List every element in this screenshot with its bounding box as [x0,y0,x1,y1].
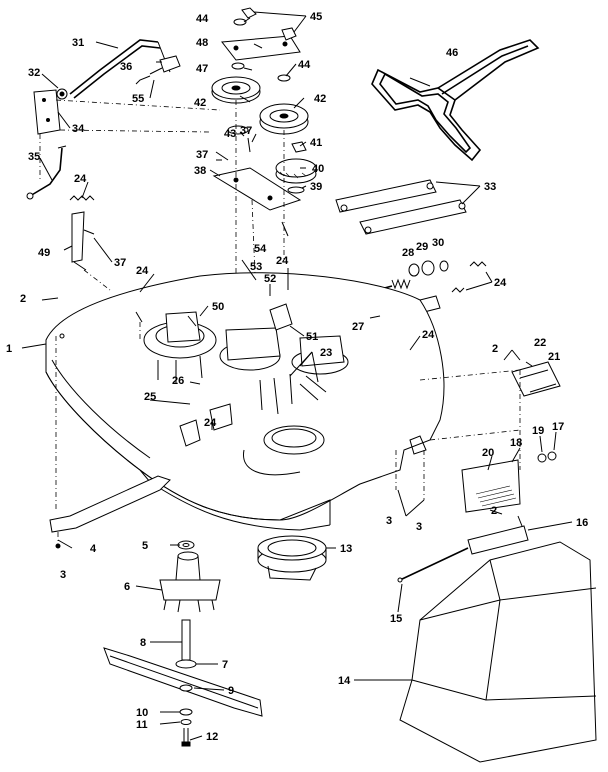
callout-30: 30 [432,237,444,249]
callout-50: 50 [212,301,224,313]
callout-23: 23 [320,347,332,359]
callout-19: 19 [532,425,544,437]
callout-32: 32 [28,67,40,79]
callout-48: 48 [196,37,208,49]
callout-7: 7 [222,659,228,671]
callout-41: 41 [310,137,322,149]
callout-46: 46 [446,47,458,59]
callout-13: 13 [340,543,352,555]
callout-33: 33 [484,181,496,193]
callout-44: 44 [196,13,209,25]
callout-3: 3 [416,521,422,533]
discharge-chute-adapter [257,535,327,581]
callout-10: 10 [136,707,148,719]
callout-2: 2 [491,505,497,517]
callout-36: 36 [120,61,132,73]
callout-12: 12 [206,731,218,743]
callout-5: 5 [142,540,148,552]
callout-18: 18 [510,437,522,449]
callout-51: 51 [306,331,318,343]
callout-24: 24 [422,329,435,341]
callout-39: 39 [310,181,322,193]
spindle-blade-assembly [49,475,263,747]
lift-linkage [33,39,221,180]
callout-15: 15 [390,613,402,625]
callout-1: 1 [6,343,12,355]
callout-11: 11 [136,719,148,731]
idler-pulley-assembly [211,7,317,301]
callout-6: 6 [124,581,130,593]
callout-45: 45 [310,11,322,23]
callout-3: 3 [386,515,392,527]
callout-21: 21 [548,351,560,363]
callout-29: 29 [416,241,428,253]
drive-belt [371,39,540,162]
callout-9: 9 [228,685,234,697]
callout-17: 17 [552,421,564,433]
deck-hanger-parts [397,361,561,583]
callout-49: 49 [38,247,50,259]
mower-deck [45,272,445,531]
callout-3: 3 [60,569,66,581]
callout-24: 24 [74,173,87,185]
callout-52: 52 [264,273,276,285]
callout-37: 37 [196,149,208,161]
callout-labels: 1 2 2 2 3 3 3 4 5 6 7 8 9 10 11 12 13 14… [6,11,588,743]
callout-24: 24 [136,265,149,277]
callout-37: 37 [114,257,126,269]
callout-14: 14 [338,675,351,687]
callout-2: 2 [20,293,26,305]
callout-2: 2 [492,343,498,355]
callout-8: 8 [140,637,146,649]
callout-16: 16 [576,517,588,529]
left-bracket-parts [26,145,111,291]
callout-4: 4 [90,543,97,555]
callout-24: 24 [494,277,507,289]
callout-55: 55 [132,93,144,105]
callout-22: 22 [534,337,546,349]
callout-27: 27 [352,321,364,333]
callout-44: 44 [298,59,311,71]
callout-37: 37 [240,125,252,137]
callout-35: 35 [28,151,40,163]
callout-28: 28 [402,247,414,259]
callout-26: 26 [172,375,184,387]
callout-47: 47 [196,63,208,75]
callout-24: 24 [276,255,289,267]
callout-54: 54 [254,243,267,255]
callout-24: 24 [204,417,217,429]
leader-lines [21,11,573,741]
callout-34: 34 [72,123,85,135]
grass-chute [399,541,597,763]
callout-25: 25 [144,391,156,403]
callout-31: 31 [72,37,84,49]
callout-20: 20 [482,447,494,459]
callout-42: 42 [194,97,206,109]
callout-53: 53 [250,261,262,273]
baffle-rods [299,179,487,359]
callout-42: 42 [314,93,326,105]
callout-43: 43 [224,128,236,140]
callout-40: 40 [312,163,324,175]
callout-38: 38 [194,165,206,177]
